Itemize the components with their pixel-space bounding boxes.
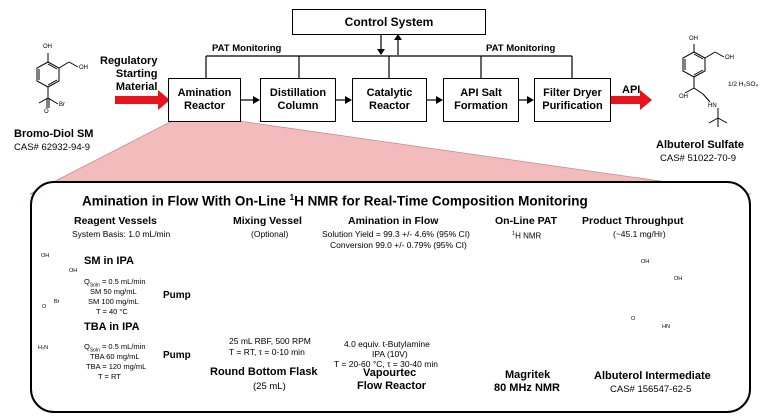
online-pat-heading: On-Line PAT <box>495 215 558 227</box>
tba-temperature: T = RT <box>98 372 121 381</box>
tba-flow-rate: QSoln = 0.5 mL/min <box>84 342 146 354</box>
magritek-name: Magritek <box>505 369 551 381</box>
nmr-small-label: 1H NMR <box>512 231 542 241</box>
bromo-diol-name: Bromo-Diol SM <box>14 128 94 140</box>
sm-conc-1: SM 50 mg/mL <box>90 287 137 296</box>
sm-flow-rate: QSoln = 0.5 mL/min <box>84 277 146 289</box>
amination-flow-heading: Amination in Flow <box>348 215 439 227</box>
albuterol-sulfate-structure <box>682 44 728 127</box>
nh2-label-tba: H₂N <box>38 345 49 351</box>
throughput-value: (~45.1 mg/Hr) <box>613 229 666 239</box>
reagent-vessels-heading: Reagent Vessels <box>74 215 157 227</box>
flask-spec-1: 25 mL RBF, 500 RPM <box>229 336 311 346</box>
system-basis: System Basis: 1.0 mL/min <box>72 229 171 239</box>
rbf-name: Round Bottom Flask <box>210 366 318 378</box>
albuterol-sulfate-cas: CAS# 51022-70-9 <box>660 153 737 164</box>
vapourtec-name: Vapourtec <box>363 367 417 379</box>
api-label: API <box>622 84 641 96</box>
hn-label-as: HN <box>708 103 717 109</box>
flask-spec-2: T = RT, τ = 0-10 min <box>229 347 305 357</box>
vapourtec-flow-reactor: Flow Reactor <box>357 380 427 392</box>
albuterol-sulfate-name: Albuterol Sulfate <box>656 139 745 151</box>
pat-monitoring-left: PAT Monitoring <box>212 43 282 54</box>
input-red-arrow <box>115 90 170 110</box>
mixing-optional: (Optional) <box>251 229 289 239</box>
bromo-diol-structure <box>36 53 79 108</box>
o-label-sm: O <box>44 109 49 115</box>
conversion: Conversion 99.0 +/- 0.79% (95% CI) <box>330 240 467 250</box>
albuterol-intermediate-cas: CAS# 156547-62-5 <box>610 384 692 395</box>
tba-in-ipa: TBA in IPA <box>84 321 140 333</box>
br-label-sm-panel: Br <box>54 299 60 305</box>
amination-detail-panel <box>30 181 751 413</box>
product-throughput-heading: Product Throughput <box>582 215 684 227</box>
oh-label-ai-2: OH <box>674 276 683 282</box>
pump-1-label: Pump <box>163 290 191 301</box>
sulfate-label: 1/2 H₂SO₄ <box>728 81 759 88</box>
control-system-label: Control System <box>344 14 434 29</box>
magritek-logo: magritek <box>521 318 543 324</box>
oh-label-as-2: OH <box>725 55 734 61</box>
tba-conc-2: TBA = 120 mg/mL <box>86 362 147 371</box>
oh-label-sm-panel-2: OH <box>69 268 78 274</box>
panel-title: Amination in Flow With On-Line 1H NMR fo… <box>82 193 588 209</box>
oh-label-sm: OH <box>43 44 52 50</box>
oh-label-sm-panel: OH <box>41 253 50 259</box>
oh-label-as: OH <box>689 36 698 42</box>
control-system-box: Control System <box>292 9 486 35</box>
reactor-cond-2: IPA (10V) <box>372 349 408 359</box>
regulatory-starting-material: Regulatory Starting Material <box>100 55 158 93</box>
oh-label-as-3: OH <box>679 94 688 100</box>
br-label-sm: Br <box>59 102 65 108</box>
sm-in-ipa: SM in IPA <box>84 255 134 267</box>
rbf-volume: (25 mL) <box>253 381 286 392</box>
magritek-80mhz: 80 MHz NMR <box>494 382 561 394</box>
o-label-sm-panel: O <box>42 304 47 310</box>
reactor-cond-1: 4.0 equiv. t-Butylamine <box>344 339 430 349</box>
bromo-diol-cas: CAS# 62932-94-9 <box>14 142 91 153</box>
sm-temperature: T = 40 °C <box>96 307 128 316</box>
pat-monitoring-right: PAT Monitoring <box>486 43 556 54</box>
reactor-cond-3: T = 20-60 °C, τ = 30-40 min <box>334 359 438 369</box>
vapourtec-logo: Vapourtec <box>371 272 396 278</box>
oh-label-sm-2: OH <box>79 65 88 71</box>
solution-yield: Solution Yield = 99.3 +/- 4.6% (95% CI) <box>322 229 470 239</box>
mixing-vessel-heading: Mixing Vessel <box>233 215 302 227</box>
o-label-ai: O <box>631 316 636 322</box>
albuterol-intermediate-name: Albuterol Intermediate <box>594 370 711 382</box>
output-red-arrow <box>610 90 652 110</box>
oh-label-ai: OH <box>641 259 650 265</box>
pump-2-label: Pump <box>163 350 191 361</box>
sm-conc-2: SM 100 mg/mL <box>88 297 139 306</box>
hn-label-ai: HN <box>662 324 670 330</box>
tba-conc-1: TBA 60 mg/mL <box>90 352 140 361</box>
